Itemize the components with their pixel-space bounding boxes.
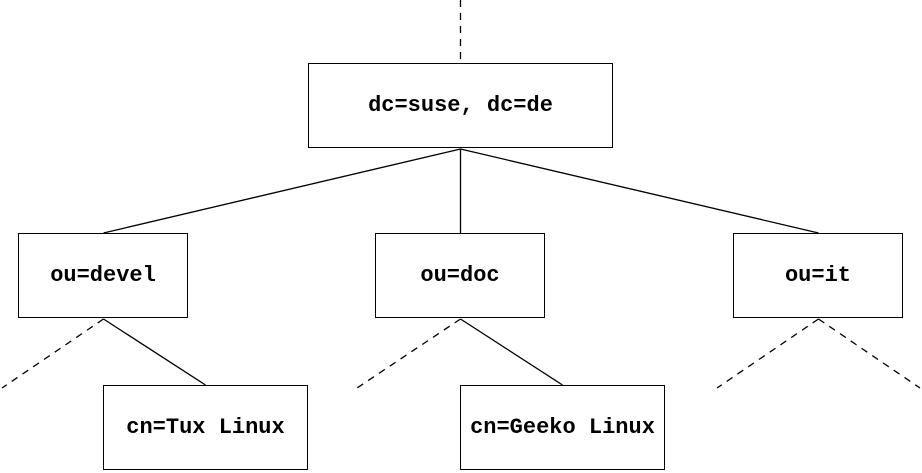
node-cn-tux-linux-label: cn=Tux Linux	[126, 415, 285, 440]
edge-it-unshown-left-dashed	[716, 318, 819, 389]
node-cn-geeko-linux-label: cn=Geeko Linux	[470, 415, 655, 440]
edge-doc-geeko	[460, 318, 563, 386]
node-cn-geeko-linux: cn=Geeko Linux	[460, 385, 665, 470]
node-ou-devel-label: ou=devel	[50, 263, 156, 288]
node-ou-devel: ou=devel	[18, 233, 188, 318]
edge-doc-unshown-dashed	[356, 318, 461, 389]
edge-root-it	[460, 148, 819, 234]
node-ou-doc-label: ou=doc	[420, 263, 500, 288]
node-root-label: dc=suse, dc=de	[368, 93, 553, 118]
node-root: dc=suse, dc=de	[308, 63, 613, 148]
node-cn-tux-linux: cn=Tux Linux	[103, 385, 308, 470]
edge-root-devel	[103, 148, 461, 234]
edge-devel-unshown-dashed	[1, 318, 104, 389]
edge-devel-tux	[103, 318, 206, 386]
edge-it-unshown-right-dashed	[818, 318, 921, 389]
node-ou-it: ou=it	[733, 233, 903, 318]
node-ou-doc: ou=doc	[375, 233, 545, 318]
node-ou-it-label: ou=it	[784, 263, 851, 288]
